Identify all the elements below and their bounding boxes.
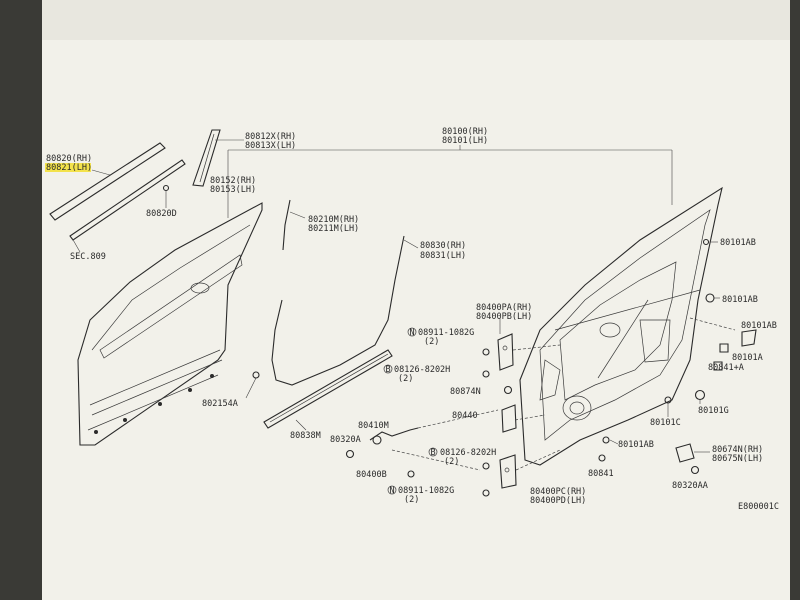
- label-80841a: 80841+A: [708, 363, 744, 373]
- label-08126-2: 08126-8202H: [440, 448, 496, 458]
- label-80400pc: 80400PC(RH): [530, 487, 586, 497]
- label-80101c: 80101C: [650, 418, 681, 428]
- label-80153: 80153(LH): [210, 185, 256, 195]
- paper-sheet: [42, 0, 790, 600]
- door-check-80440: [501, 404, 517, 433]
- label-80675n: 80675N(LH): [712, 454, 763, 464]
- figure-code: E800001C: [738, 502, 779, 512]
- label-80841: 80841: [588, 469, 614, 479]
- lower-hinge-80400pc: [499, 454, 517, 489]
- label-80152: 80152(RH): [210, 176, 256, 186]
- label-80320a: 80320A: [330, 435, 361, 445]
- belt-moulding-80838m: [263, 349, 393, 431]
- fasteners: [345, 348, 513, 497]
- label-08126-2-qty: (2): [444, 457, 459, 467]
- label-highlight: [45, 163, 91, 172]
- label-08911-1: 08911-1082G: [418, 328, 474, 338]
- label-80813x: 80813X(LH): [245, 141, 296, 151]
- marker-symbols: N B B N: [383, 327, 438, 496]
- label-80400b: 80400B: [356, 470, 387, 480]
- bolt-802154a: [245, 371, 260, 399]
- dashed-leaders: [391, 317, 736, 471]
- label-80320aa: 80320AA: [672, 481, 708, 491]
- label-80101ab-3: 80101AB: [618, 440, 654, 450]
- inner-door-frame: [519, 186, 723, 466]
- weatherstrip-80210m: [282, 199, 306, 251]
- label-80101ab-2: 80101AB: [722, 295, 758, 305]
- weatherstrip-80830: [271, 235, 419, 386]
- label-80101g: 80101G: [698, 406, 729, 416]
- label-80674n: 80674N(RH): [712, 445, 763, 455]
- label-80820d: 80820D: [146, 209, 177, 219]
- label-08126-1-qty: (2): [398, 374, 413, 384]
- label-80400pa: 80400PA(RH): [476, 303, 532, 313]
- label-80874n: 80874N: [450, 387, 481, 397]
- label-80812x: 80812X(RH): [245, 132, 296, 142]
- label-80830: 80830(RH): [420, 241, 466, 251]
- svg-text:N: N: [410, 328, 415, 338]
- label-80100: 80100(RH): [442, 127, 488, 137]
- upper-hinge-80400pa: [497, 318, 514, 371]
- svg-text:N: N: [390, 486, 395, 496]
- label-80410m: 80410M: [358, 421, 389, 431]
- sash-moulding-80820: [49, 142, 186, 253]
- harness-80410m: [369, 427, 419, 445]
- label-80400pd: 80400PD(LH): [530, 496, 586, 506]
- label-80211m: 80211M(LH): [308, 224, 359, 234]
- label-80820: 80820(RH): [46, 154, 92, 164]
- right-small-parts: [598, 238, 757, 475]
- label-80821: 80821(LH): [46, 163, 92, 173]
- svg-text:B: B: [431, 448, 436, 458]
- label-80838m: 80838M: [290, 431, 321, 441]
- label-08911-1-qty: (2): [424, 337, 439, 347]
- label-80101a: 80101A: [732, 353, 763, 363]
- label-08911-2: 08911-1082G: [398, 486, 454, 496]
- label-80831: 80831(LH): [420, 251, 466, 261]
- label-08911-2-qty: (2): [404, 495, 419, 505]
- label-sec809: SEC.809: [70, 252, 106, 262]
- clip-80820d: [162, 184, 170, 208]
- outer-door-panel: [77, 145, 673, 446]
- paper-shade: [42, 0, 790, 40]
- corner-trim-80812x: [192, 129, 244, 187]
- label-80400pb: 80400PB(LH): [476, 312, 532, 322]
- label-08126-1: 08126-8202H: [394, 365, 450, 375]
- label-802154a: 802154A: [202, 399, 238, 409]
- label-80101ab-4: 80101AB: [741, 321, 777, 331]
- label-80210m: 80210M(RH): [308, 215, 359, 225]
- svg-text:B: B: [386, 365, 391, 375]
- label-80440: 80440: [452, 411, 478, 421]
- label-80101: 80101(LH): [442, 136, 488, 146]
- label-80101ab-1: 80101AB: [720, 238, 756, 248]
